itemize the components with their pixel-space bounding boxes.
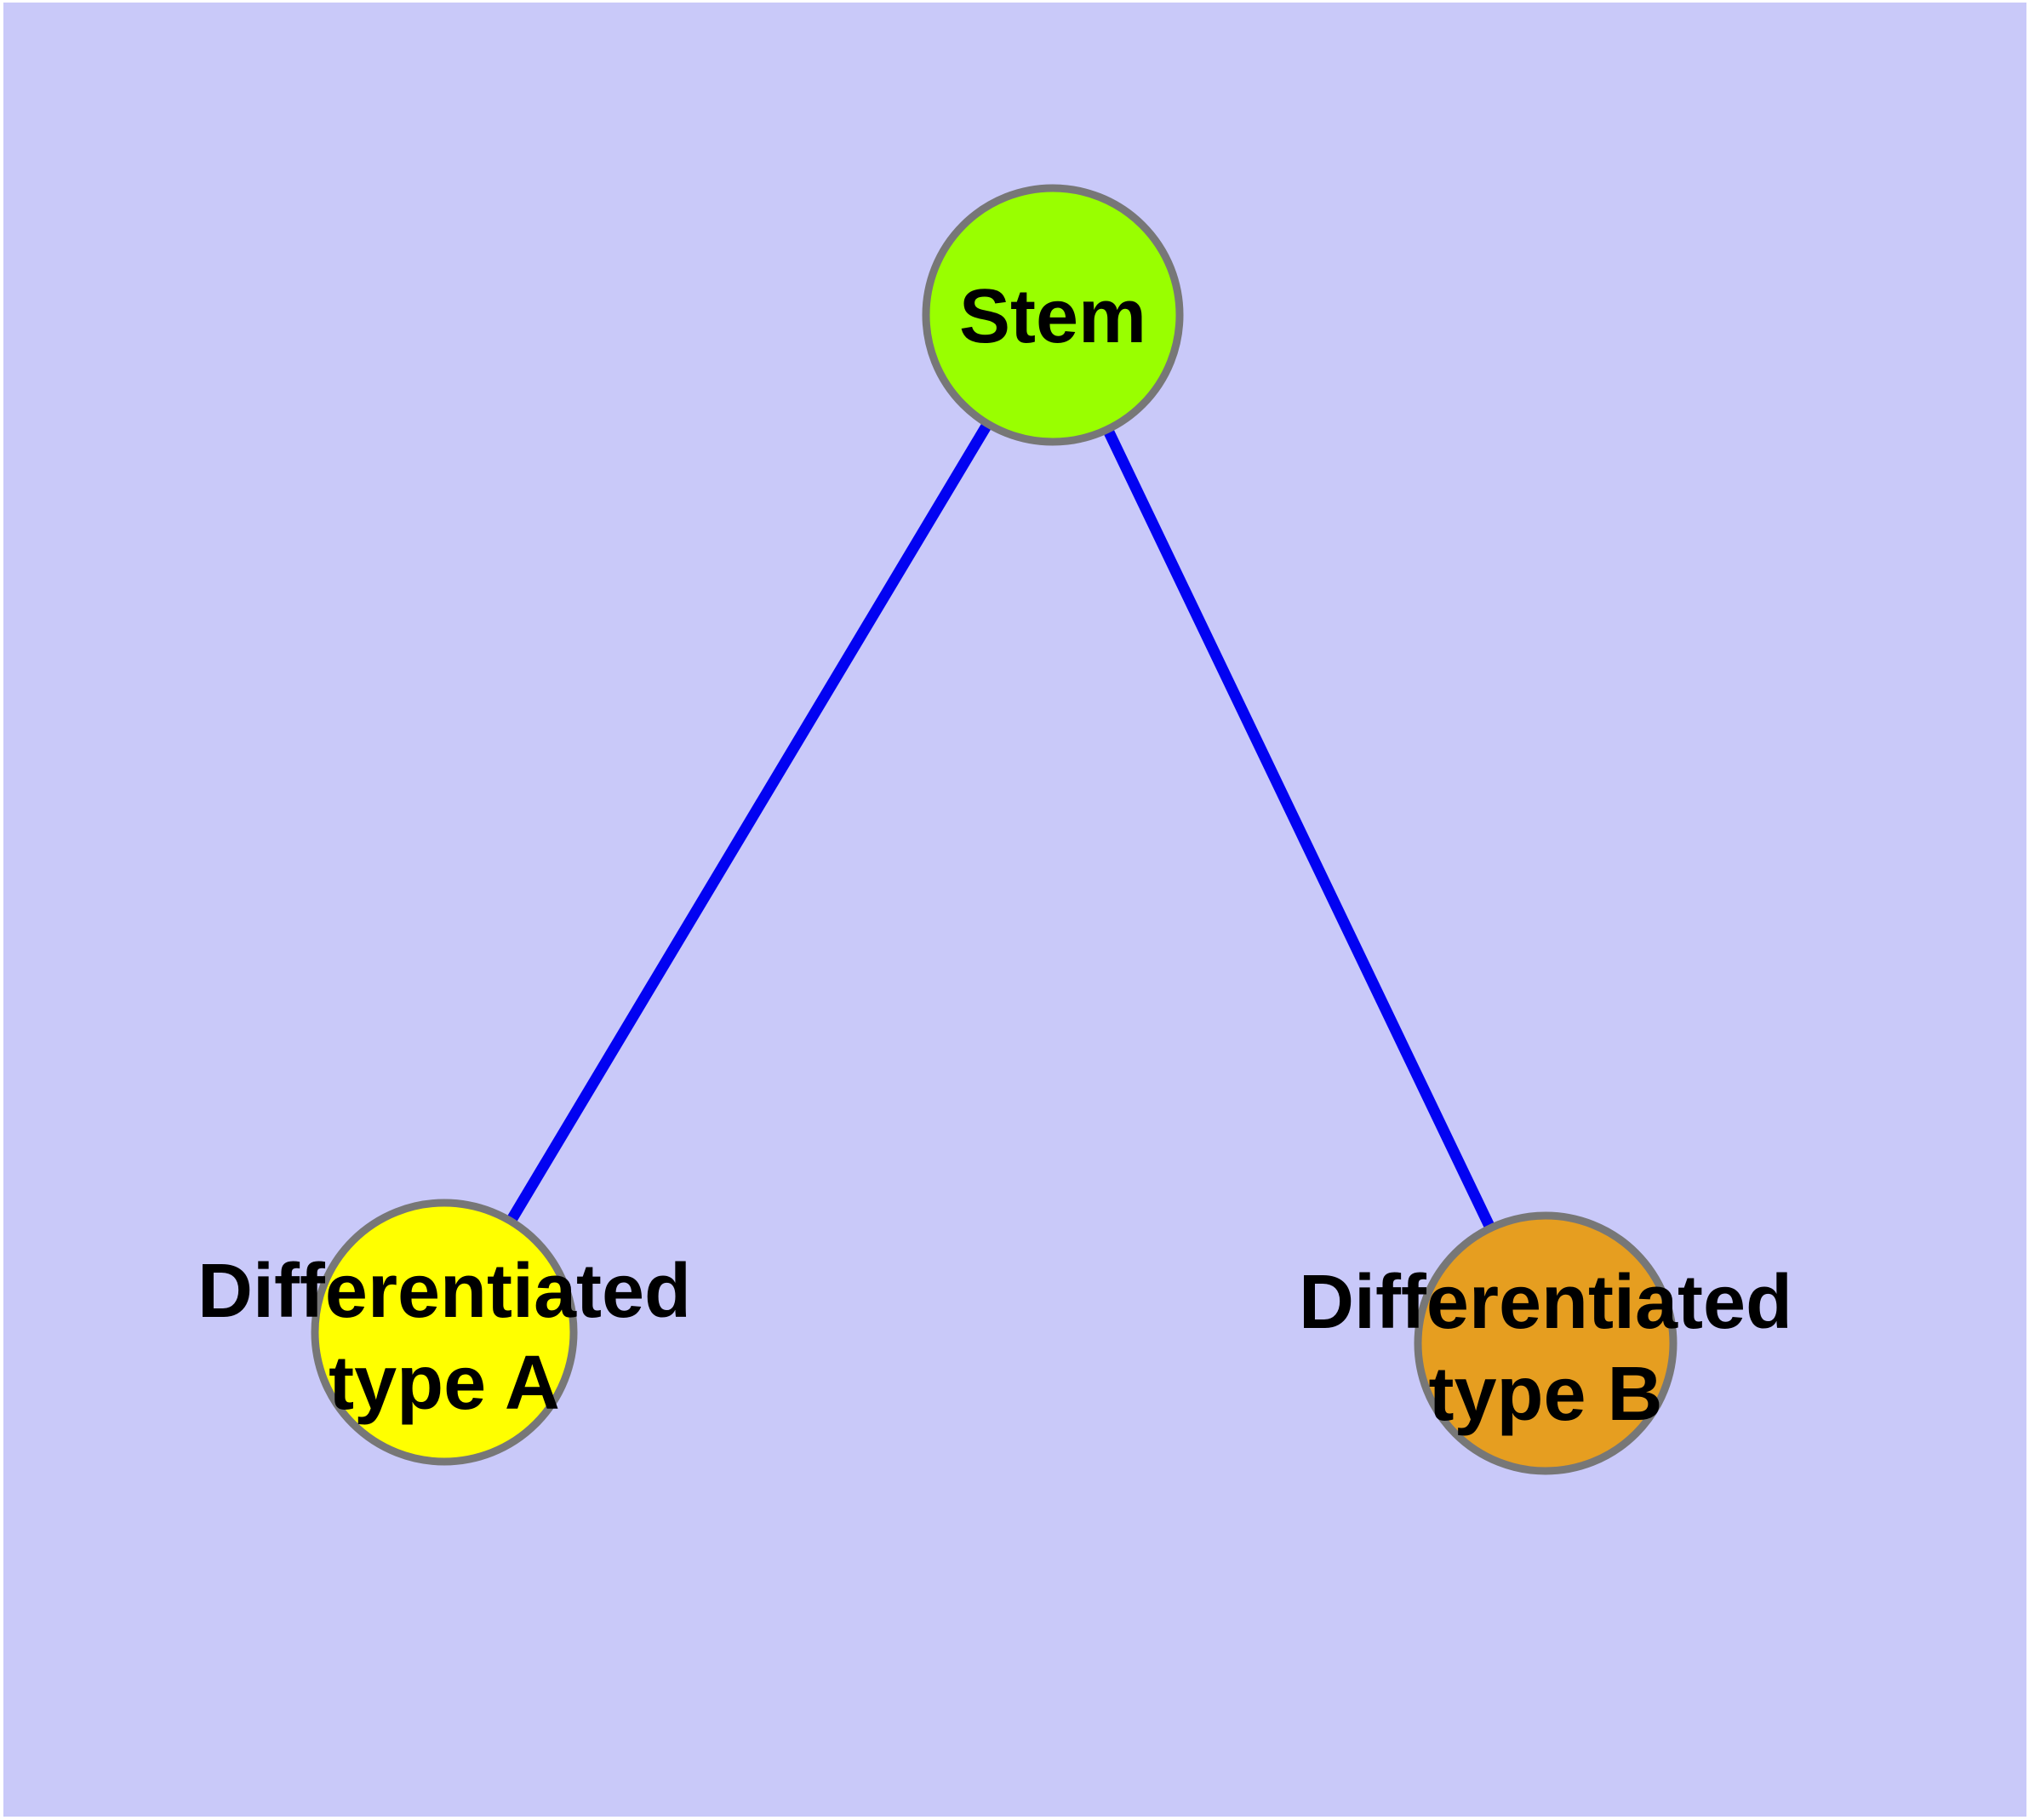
edge-stem-to-type-a[interactable]: [439, 312, 1058, 1336]
node-differentiated-type-a[interactable]: Differentiated type A: [197, 1199, 691, 1466]
node-type-a-circle[interactable]: [311, 1199, 578, 1466]
node-type-b-label-line2: type B: [1428, 1352, 1662, 1437]
edge-stem-to-type-b[interactable]: [1048, 312, 1551, 1346]
node-type-b-circle[interactable]: [1414, 1211, 1677, 1475]
node-stem-label: Stem: [959, 274, 1146, 359]
node-differentiated-type-b[interactable]: Differentiated type B: [1299, 1211, 1792, 1475]
node-type-a-label-line1: Differentiated: [197, 1249, 691, 1334]
node-type-a-label-line2: type A: [329, 1341, 560, 1426]
node-type-b-label-line1: Differentiated: [1299, 1260, 1792, 1345]
node-stem[interactable]: Stem: [922, 184, 1184, 446]
node-stem-circle[interactable]: [922, 184, 1184, 446]
